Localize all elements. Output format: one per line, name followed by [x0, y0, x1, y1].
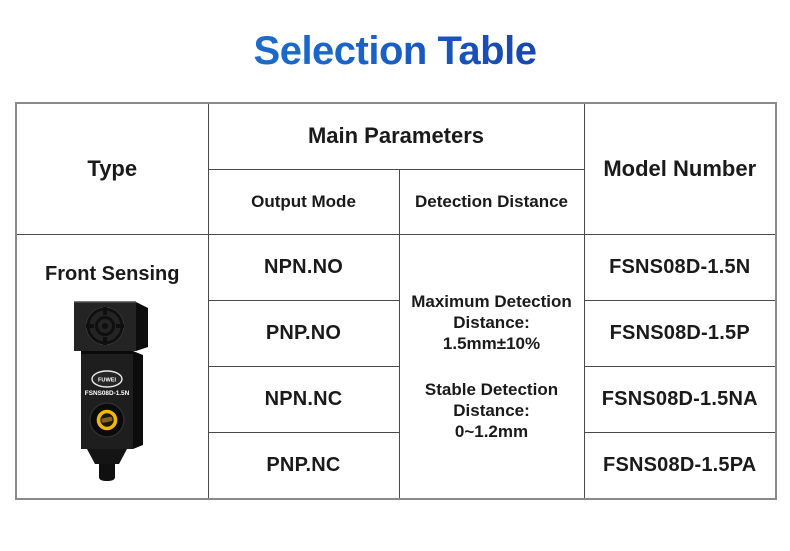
brand-logo: FUWEI — [91, 369, 123, 388]
col-header-model-number: Model Number — [583, 102, 777, 235]
led-indicator-icon — [89, 401, 125, 438]
brand-logo-text: FUWEI — [98, 377, 116, 383]
page: Selection Table Type Main Parameters Mod… — [0, 26, 790, 500]
model-number-cell: FSNS08D-1.5NA — [583, 365, 777, 433]
sensor-head-side — [136, 301, 149, 351]
sensor-model-label: FSNS08D-1.5N — [85, 390, 130, 397]
type-cell: Front Sensing — [15, 233, 209, 500]
col-header-main-parameters: Main Parameters — [207, 102, 585, 170]
model-number-cell: FSNS08D-1.5P — [583, 299, 777, 367]
table-row: PNP.NC FSNS08D-1.5PA — [16, 431, 777, 500]
stable-detection-block: Stable Detection Distance: 0~1.2mm — [400, 379, 583, 442]
selection-table: Type Main Parameters Model Number Output… — [15, 102, 777, 500]
table-row: PNP.NO FSNS08D-1.5P — [16, 299, 777, 367]
detection-distance-cell: Maximum Detection Distance: 1.5mm±10% St… — [398, 233, 585, 500]
sensor-body-side — [133, 350, 144, 449]
output-mode-cell: PNP.NO — [207, 299, 400, 367]
table-row: Front Sensing — [15, 233, 777, 500]
product-type-label: Front Sensing — [45, 262, 180, 285]
maximum-detection-block: Maximum Detection Distance: 1.5mm±10% — [400, 291, 583, 354]
output-mode-cell: PNP.NC — [207, 431, 400, 500]
sensor-cable-gland — [87, 448, 128, 464]
stable-detection-value: 0~1.2mm — [454, 421, 529, 441]
sensor-cable — [99, 463, 116, 481]
table-row: NPN.NC FSNS08D-1.5NA — [16, 365, 777, 433]
col-header-detection-distance: Detection Distance — [398, 168, 585, 235]
output-mode-cell: NPN.NC — [207, 365, 400, 433]
sensor-seam-shadow — [81, 350, 134, 354]
model-number-cell: FSNS08D-1.5N — [583, 233, 777, 301]
sensing-face-emblem-icon — [85, 306, 125, 345]
maximum-detection-value: 1.5mm±10% — [442, 333, 541, 353]
maximum-detection-line1: Maximum Detection — [411, 291, 572, 311]
stable-detection-line1: Stable Detection — [424, 379, 559, 399]
model-number-cell: FSNS08D-1.5PA — [583, 431, 777, 500]
front-sensing-sensor-image: FUWEI FSNS08D-1.5N — [74, 300, 149, 481]
col-header-type: Type — [15, 102, 209, 235]
output-mode-cell: NPN.NO — [207, 233, 400, 301]
stable-detection-line2: Distance: — [453, 400, 530, 420]
page-title: Selection Table — [0, 26, 790, 76]
maximum-detection-line2: Distance: — [453, 312, 530, 332]
col-header-output-mode: Output Mode — [207, 168, 400, 235]
